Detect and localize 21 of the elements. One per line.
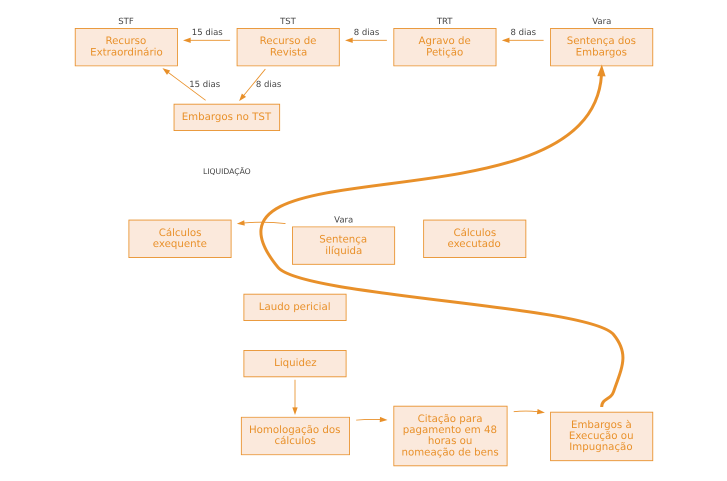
- arrow: [355, 416, 388, 422]
- label: LIQUIDAÇÃO: [202, 166, 250, 176]
- arrow: [182, 38, 230, 43]
- node-label: Vara: [592, 17, 611, 28]
- edge-label: 8 dias: [255, 80, 281, 90]
- arrow: [162, 68, 206, 101]
- node-label: STF: [118, 17, 134, 28]
- arrow: [512, 408, 544, 414]
- node-label: TST: [280, 17, 296, 28]
- edge-label: 8 dias: [353, 28, 379, 38]
- edge-label: 15 dias: [188, 80, 220, 90]
- node-label: Vara: [334, 216, 353, 226]
- arrow: [238, 68, 266, 102]
- arrow: [292, 379, 298, 416]
- node-label: TRT: [436, 17, 452, 28]
- arrow: [236, 220, 286, 226]
- edge-label: 15 dias: [191, 28, 222, 38]
- edge-label: 8 dias: [510, 28, 536, 38]
- arrow: [501, 38, 544, 43]
- arrow: [260, 64, 624, 408]
- arrow: [344, 38, 387, 43]
